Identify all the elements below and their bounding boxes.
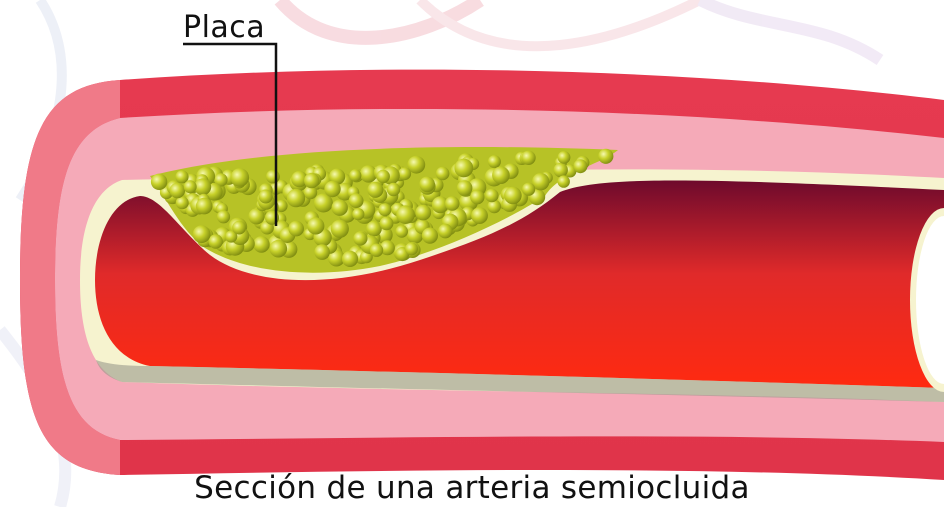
- plaque-particle: [353, 231, 367, 245]
- plaque-particle: [352, 208, 364, 220]
- plaque-particle: [573, 159, 587, 173]
- plaque-particle: [332, 200, 348, 216]
- plaque-particle: [454, 159, 473, 178]
- plaque-particle: [380, 217, 394, 231]
- plaque-particle: [395, 225, 408, 238]
- plaque-particle: [471, 207, 488, 224]
- plaque-particle: [378, 203, 391, 216]
- plaque-particle: [196, 198, 213, 215]
- plaque-particle: [521, 151, 535, 165]
- plaque-particle: [488, 155, 501, 168]
- plaque-particle: [405, 242, 418, 255]
- plaque-particle: [304, 173, 319, 188]
- plaque-particle: [314, 244, 330, 260]
- plaque-particle: [470, 190, 484, 204]
- plaque-particle: [209, 234, 223, 248]
- plaque-particle: [504, 187, 522, 205]
- plaque-particle: [217, 210, 230, 223]
- plaque-particle: [445, 196, 460, 211]
- plaque-particle: [349, 193, 364, 208]
- plaque-particle: [231, 168, 250, 187]
- plaque-particle: [522, 183, 535, 196]
- plaque-particle: [415, 205, 431, 221]
- plaque-particle: [398, 167, 411, 180]
- plaque-particle: [342, 251, 358, 267]
- plaque-particle: [367, 182, 383, 198]
- plaque-particle: [370, 244, 383, 257]
- diagram-caption: Sección de una arteria semiocluida: [0, 470, 944, 506]
- plaque-particle: [485, 189, 499, 203]
- plaque-label: Placa: [183, 10, 265, 45]
- plaque-particle: [151, 174, 167, 190]
- plaque-particle: [422, 228, 438, 244]
- plaque-particle: [457, 180, 473, 196]
- plaque-particle: [558, 175, 570, 187]
- plaque-particle: [253, 236, 270, 253]
- plaque-particle: [232, 221, 246, 235]
- plaque-particle: [598, 149, 613, 164]
- plaque-particle: [558, 151, 571, 164]
- plaque-particle: [259, 190, 273, 204]
- plaque-particle: [436, 167, 450, 181]
- plaque-particle: [170, 183, 186, 199]
- plaque-particle: [194, 178, 211, 195]
- plaque-particle: [324, 181, 340, 197]
- plaque-particle: [387, 183, 400, 196]
- plaque-particle: [419, 177, 435, 193]
- plaque-particle: [331, 220, 349, 238]
- plaque-particle: [554, 163, 568, 177]
- plaque-particle: [366, 221, 382, 237]
- plaque-particle: [377, 170, 390, 183]
- plaque-particle: [193, 225, 211, 243]
- plaque-particle: [270, 240, 288, 258]
- plaque-particle: [184, 180, 197, 193]
- plaque-particle: [492, 166, 510, 184]
- plaque-particle: [288, 221, 304, 237]
- plaque-particle: [307, 217, 324, 234]
- plaque-particle: [396, 205, 415, 224]
- plaque-particle: [287, 189, 305, 207]
- plaque-particle: [349, 169, 361, 181]
- plaque-particle: [438, 224, 453, 239]
- plaque-particle: [266, 170, 280, 184]
